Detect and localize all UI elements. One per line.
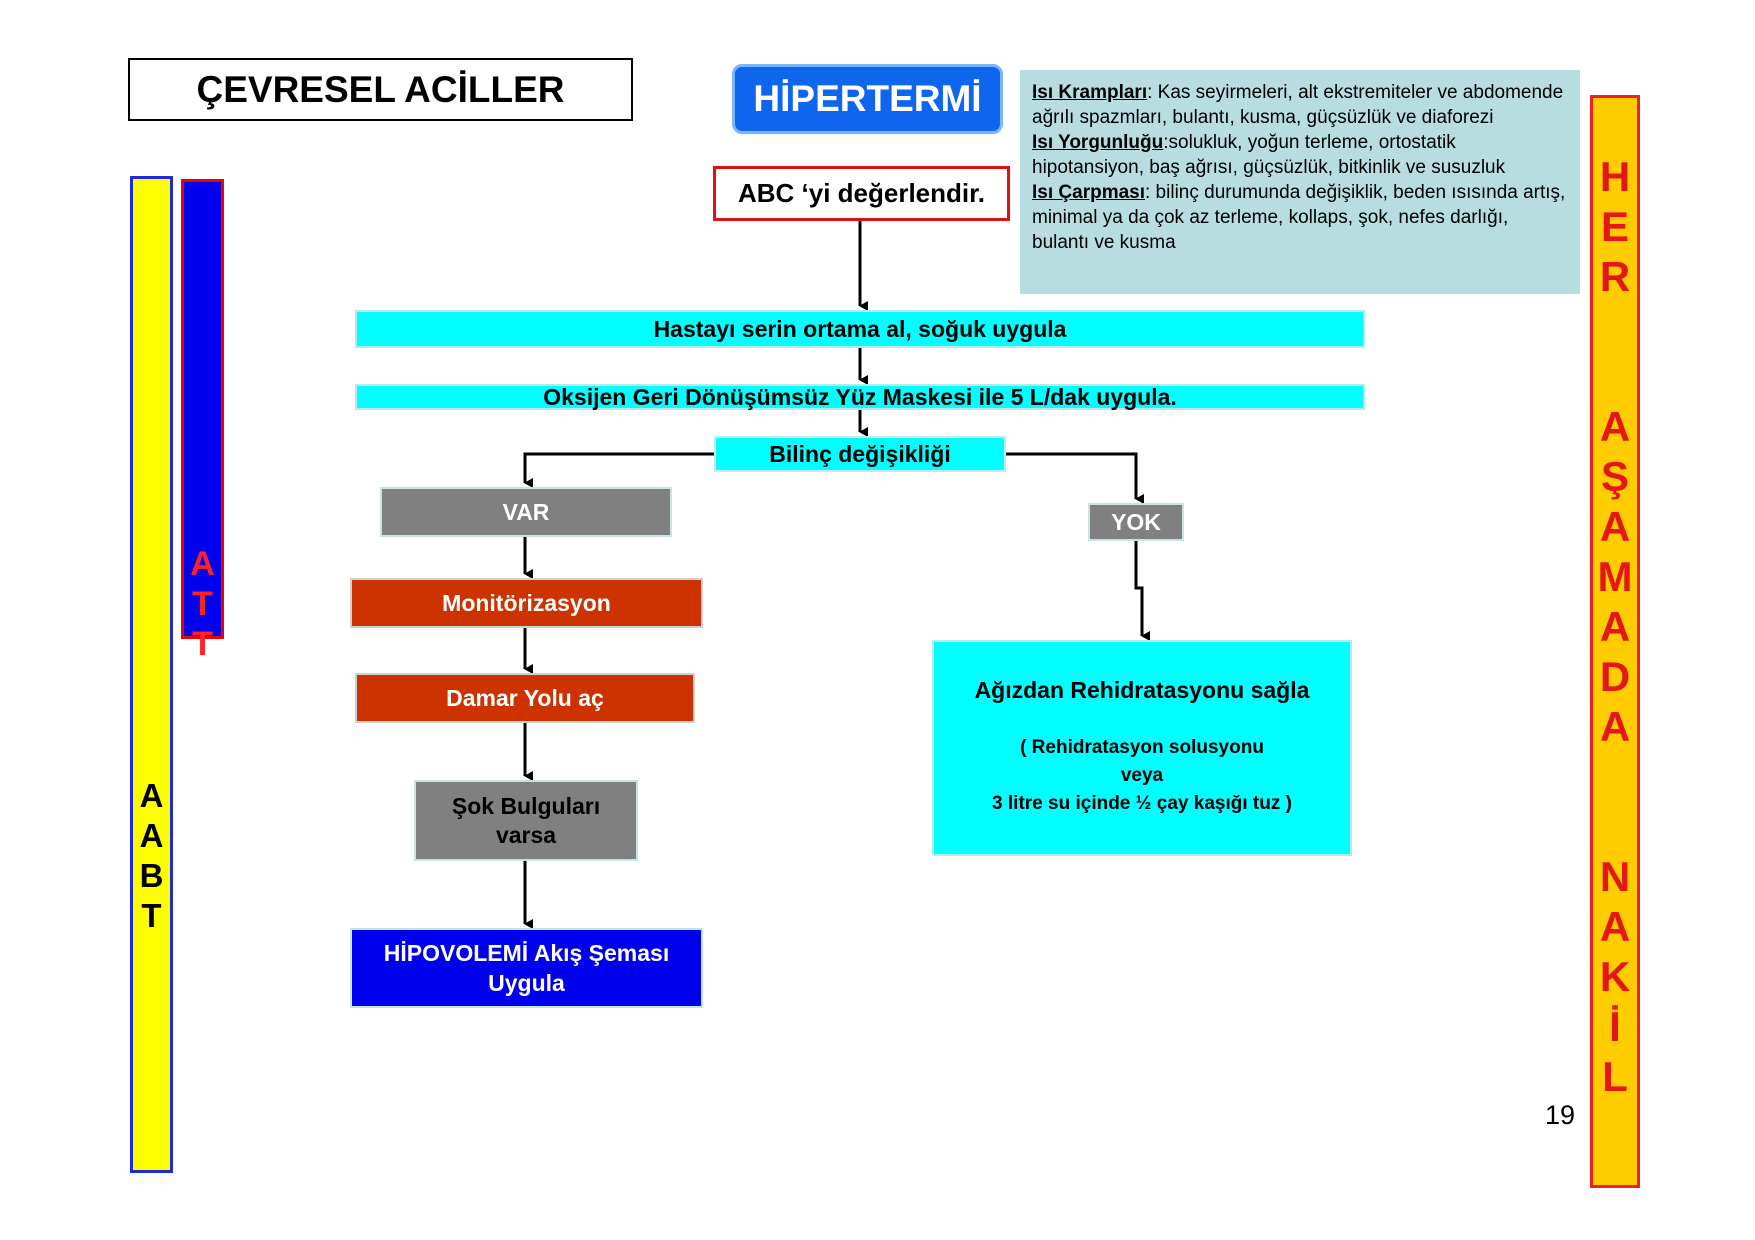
sidebar-letter: A bbox=[139, 777, 164, 814]
hypovolemia-line-1: HİPOVOLEMİ Akış Şeması bbox=[383, 940, 670, 966]
flow-step-oxygen-mask: Oksijen Geri Dönüşümsüz Yüz Maskesi ile … bbox=[355, 384, 1365, 410]
sidebar-letter: A bbox=[1599, 903, 1631, 950]
sidebar-letter: N bbox=[1599, 853, 1631, 900]
sidebar-letter: M bbox=[1597, 553, 1633, 600]
sidebar-att-label: A T T bbox=[184, 547, 221, 667]
info-term: Isı Krampları bbox=[1032, 82, 1148, 103]
flow-branch-yes: VAR bbox=[380, 487, 672, 537]
flow-branch-no: YOK bbox=[1088, 503, 1184, 541]
sidebar-letter: Ş bbox=[1600, 453, 1629, 500]
arrow-bilinc-to-yok bbox=[1006, 452, 1144, 504]
info-heat-stroke: Isı Çarpması: bilinç durumunda değişikli… bbox=[1032, 180, 1568, 255]
flow-step-iv-access: Damar Yolu aç bbox=[355, 673, 695, 723]
info-term: Isı Çarpması bbox=[1032, 182, 1145, 203]
sidebar-aabt-label: A A B T bbox=[133, 779, 170, 939]
info-heat-cramps: Isı Krampları: Kas seyirmeleri, alt ekst… bbox=[1032, 80, 1568, 130]
topic-title: HİPERTERMİ bbox=[732, 64, 1003, 134]
heat-illness-info-box: Isı Krampları: Kas seyirmeleri, alt ekst… bbox=[1020, 70, 1580, 294]
arrow-bilinc-to-var bbox=[523, 452, 714, 488]
info-text: : bilinç durumunda değişiklik, beden ısı… bbox=[1032, 182, 1566, 253]
hypovolemia-line-2: Uygula bbox=[488, 970, 565, 996]
flow-decision-consciousness: Bilinç değişikliği bbox=[714, 436, 1006, 472]
flow-step-abc: ABC ‘yi değerlendir. bbox=[713, 166, 1010, 221]
sidebar-her-label: H E R A Ş A M A D A N A K İ L bbox=[1593, 156, 1637, 1106]
flow-step-cool-environment: Hastayı serin ortama al, soğuk uygula bbox=[355, 310, 1365, 348]
sidebar-letter: T bbox=[141, 897, 162, 934]
sidebar-letter: T bbox=[192, 625, 213, 663]
rehydration-line-1: ( Rehidratasyon solusyonu bbox=[1020, 737, 1264, 758]
arrow-yok-to-rehyd bbox=[1134, 541, 1150, 641]
sidebar-letter: A bbox=[139, 817, 164, 854]
sidebar-letter: T bbox=[192, 585, 213, 623]
sidebar-letter: A bbox=[1599, 403, 1631, 450]
rehydration-line-2: veya bbox=[1120, 765, 1164, 786]
sidebar-letter: L bbox=[1602, 1053, 1628, 1100]
sidebar-letter: İ bbox=[1609, 1003, 1621, 1050]
sidebar-letter: B bbox=[139, 857, 164, 894]
sidebar-letter: E bbox=[1600, 203, 1629, 250]
flow-step-shock-signs: Şok Bulguları varsa bbox=[414, 780, 638, 861]
info-text: : Kas seyirmeleri, alt ekstremiteler ve … bbox=[1032, 82, 1564, 128]
sidebar-her-asamada-nakil: H E R A Ş A M A D A N A K İ L bbox=[1590, 95, 1640, 1188]
sidebar-att: A T T bbox=[181, 179, 224, 661]
sidebar-aabt: A A B T bbox=[130, 176, 173, 1173]
sidebar-letter: A bbox=[1599, 603, 1631, 650]
sidebar-letter: A bbox=[1599, 503, 1631, 550]
rehydration-title: Ağızdan Rehidratasyonu sağla bbox=[974, 677, 1310, 703]
sidebar-letter: K bbox=[1599, 953, 1631, 1000]
shock-line-2: varsa bbox=[495, 821, 557, 848]
page-number: 19 bbox=[1544, 1100, 1575, 1130]
info-term: Isı Yorgunluğu bbox=[1032, 132, 1164, 153]
info-heat-exhaustion: Isı Yorgunluğu:solukluk, yoğun terleme, … bbox=[1032, 130, 1568, 180]
sidebar-letter: D bbox=[1599, 653, 1631, 700]
rehydration-line-3: 3 litre su içinde ½ çay kaşığı tuz ) bbox=[992, 793, 1292, 814]
flow-step-monitoring: Monitörizasyon bbox=[350, 578, 703, 628]
info-text: :solukluk, yoğun terleme, ortostatik hip… bbox=[1032, 132, 1506, 178]
sidebar-letter: A bbox=[1599, 703, 1631, 750]
flow-step-hypovolemia-chart: HİPOVOLEMİ Akış Şeması Uygula bbox=[350, 928, 703, 1008]
page-title: ÇEVRESEL ACİLLER bbox=[128, 58, 633, 121]
sidebar-letter: H bbox=[1599, 153, 1631, 200]
sidebar-letter: A bbox=[190, 545, 215, 583]
sidebar-letter: R bbox=[1599, 253, 1631, 300]
flow-step-oral-rehydration: Ağızdan Rehidratasyonu sağla ( Rehidrata… bbox=[932, 640, 1352, 856]
shock-line-1: Şok Bulguları bbox=[451, 792, 601, 819]
